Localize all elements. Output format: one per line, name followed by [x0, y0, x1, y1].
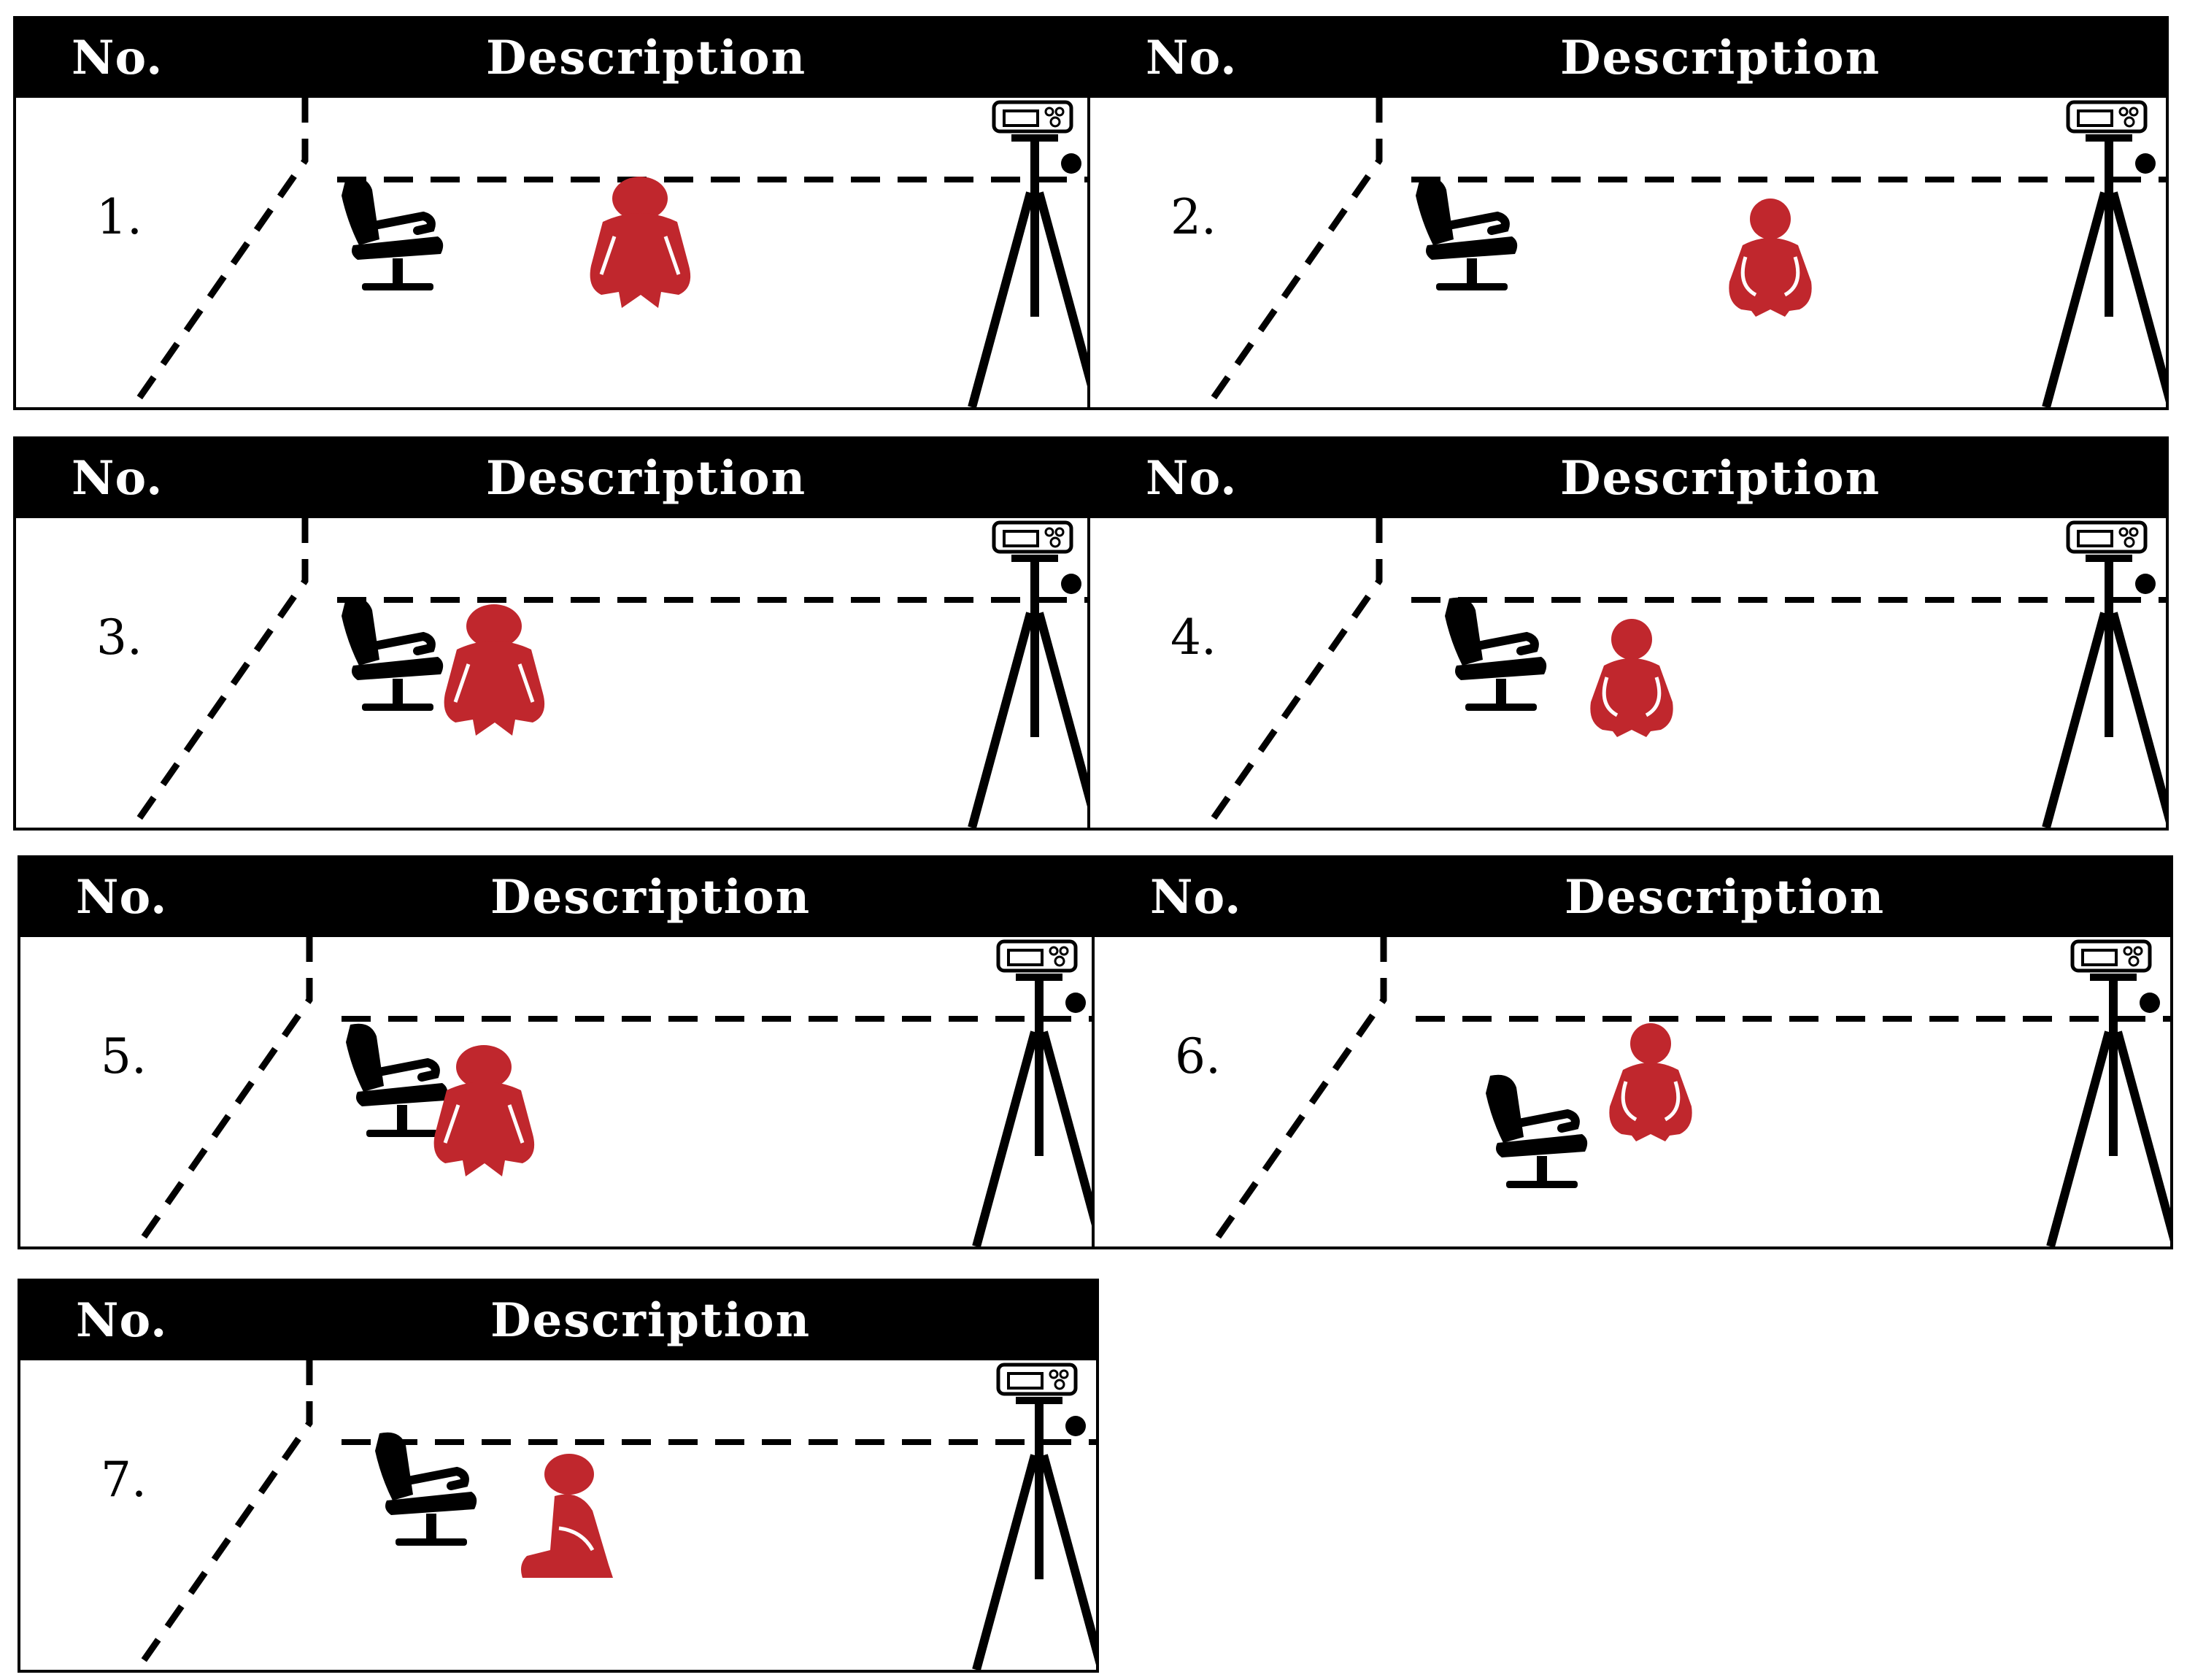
room-scene	[1204, 518, 2166, 828]
person-icon	[1590, 619, 1673, 737]
panel-header: No. Description	[1090, 439, 2166, 518]
panel-header: No. Description	[16, 439, 1092, 518]
room-scene	[130, 518, 1092, 828]
chair-icon	[346, 1023, 448, 1137]
header-no-label: No.	[76, 1293, 168, 1348]
scenario-number: 5.	[101, 1028, 147, 1084]
camera-icon	[996, 939, 1078, 973]
chair-icon	[342, 177, 444, 290]
person-icon	[1729, 199, 1812, 317]
camera-icon	[992, 520, 1073, 554]
scenario-panel: No. Description 4.	[1087, 436, 2169, 831]
camera-icon	[996, 1363, 1078, 1396]
tripod-icon	[2046, 939, 2170, 1246]
person-icon	[521, 1454, 613, 1578]
chair-icon	[342, 597, 444, 711]
scenario-number: 7.	[101, 1452, 147, 1508]
scenario-panel: No. Description 7.	[18, 1279, 1099, 1673]
person-icon	[590, 177, 691, 308]
camera-icon	[2066, 520, 2148, 554]
scenario-number: 3.	[96, 609, 142, 666]
header-description-label: Description	[490, 870, 811, 925]
scenario-panel: No. Description 3.	[13, 436, 1095, 831]
person-icon	[444, 604, 545, 736]
scenario-number: 6.	[1175, 1028, 1221, 1084]
tripod-icon	[968, 520, 1092, 828]
chair-icon	[1416, 177, 1518, 290]
scenario-panel: No. Description 1.	[13, 16, 1095, 410]
panel-header: No. Description	[1090, 19, 2166, 98]
scenario-panel: No. Description 5.	[18, 855, 1099, 1249]
room-scene	[130, 98, 1092, 407]
scenario-number: 4.	[1170, 609, 1216, 666]
room-scene	[1204, 98, 2166, 407]
panel-header: No. Description	[1095, 858, 2170, 937]
tripod-icon	[968, 100, 1092, 407]
camera-icon	[992, 100, 1073, 134]
header-no-label: No.	[1146, 451, 1238, 506]
room-scene	[134, 937, 1096, 1246]
panel-header: No. Description	[20, 858, 1096, 937]
header-no-label: No.	[72, 31, 163, 85]
scenario-panel: No. Description 2.	[1087, 16, 2169, 410]
chair-icon	[1486, 1074, 1588, 1188]
camera-icon	[2070, 939, 2152, 973]
header-description-label: Description	[486, 451, 807, 506]
chair-icon	[1445, 597, 1547, 711]
room-scene	[134, 1360, 1096, 1670]
room-scene	[1208, 937, 2170, 1246]
person-icon	[433, 1045, 535, 1176]
header-no-label: No.	[76, 870, 168, 925]
scenario-number: 2.	[1170, 189, 1216, 245]
header-description-label: Description	[1560, 451, 1881, 506]
tripod-icon	[972, 939, 1096, 1246]
tripod-icon	[2042, 520, 2166, 828]
header-description-label: Description	[1565, 870, 1886, 925]
chair-icon	[375, 1432, 477, 1546]
header-no-label: No.	[72, 451, 163, 506]
panel-header: No. Description	[20, 1282, 1096, 1360]
tripod-icon	[2042, 100, 2166, 407]
header-description-label: Description	[490, 1293, 811, 1348]
header-description-label: Description	[486, 31, 807, 85]
person-icon	[1609, 1023, 1692, 1141]
scenario-panel: No. Description 6.	[1092, 855, 2173, 1249]
camera-icon	[2066, 100, 2148, 134]
tripod-icon	[972, 1363, 1096, 1670]
panel-header: No. Description	[16, 19, 1092, 98]
header-no-label: No.	[1150, 870, 1242, 925]
scenario-number: 1.	[96, 189, 142, 245]
header-no-label: No.	[1146, 31, 1238, 85]
header-description-label: Description	[1560, 31, 1881, 85]
